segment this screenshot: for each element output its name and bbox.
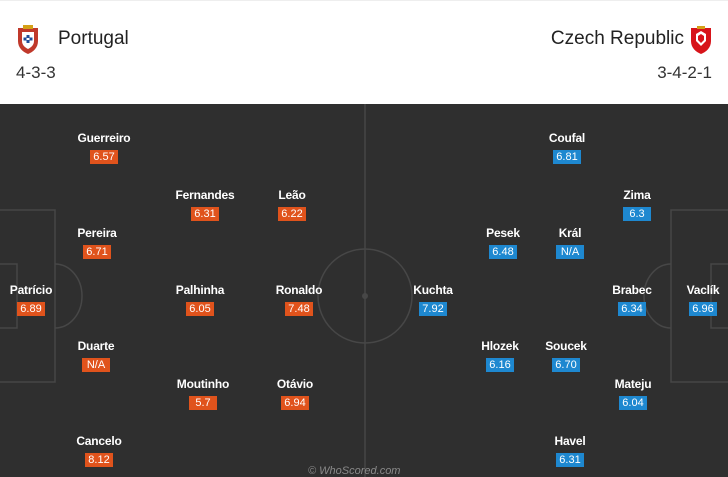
player-name: Duarte — [77, 339, 115, 353]
player-vaclik[interactable]: Vaclík 6.96 — [643, 283, 728, 317]
home-formation: 4-3-3 — [16, 63, 56, 82]
player-name: Mateju — [614, 377, 652, 391]
away-team-name[interactable]: Czech Republic — [550, 28, 684, 49]
player-rating: 6.89 — [17, 302, 45, 316]
player-name: Guerreiro — [77, 131, 131, 145]
player-leao[interactable]: Leão 6.22 — [232, 188, 352, 222]
player-name: Patrício — [9, 283, 53, 297]
player-rating: 6.94 — [281, 396, 309, 410]
portugal-crest-icon — [18, 25, 38, 54]
player-name: Vaclík — [686, 283, 720, 297]
player-hlozek[interactable]: Hlozek 6.16 — [440, 339, 560, 373]
player-rating: 6.31 — [191, 207, 219, 221]
player-brabec[interactable]: Brabec 6.34 — [572, 283, 692, 317]
player-name: Pereira — [77, 226, 117, 240]
player-coufal[interactable]: Coufal 6.81 — [507, 131, 627, 165]
player-name: Moutinho — [176, 377, 230, 391]
player-name: Otávio — [276, 377, 314, 391]
player-name: Kuchta — [413, 283, 453, 297]
player-rating: N/A — [82, 358, 110, 372]
player-rating: 6.96 — [689, 302, 717, 316]
player-rating: 6.16 — [486, 358, 514, 372]
player-ronaldo[interactable]: Ronaldo 7.48 — [239, 283, 359, 317]
player-rating: N/A — [556, 245, 584, 259]
player-fernandes[interactable]: Fernandes 6.31 — [145, 188, 265, 222]
player-rating: 6.31 — [556, 453, 584, 467]
player-cancelo[interactable]: Cancelo 8.12 — [39, 434, 159, 468]
player-mateju[interactable]: Mateju 6.04 — [573, 377, 693, 411]
player-name: Cancelo — [76, 434, 122, 448]
match-header: Portugal 4-3-3 Czech Republic 3-4-2-1 — [0, 0, 728, 105]
player-rating: 6.71 — [83, 245, 111, 259]
player-rating: 6.3 — [623, 207, 651, 221]
player-rating: 6.34 — [618, 302, 646, 316]
player-rating: 6.48 — [489, 245, 517, 259]
player-rating: 8.12 — [85, 453, 113, 467]
player-name: Havel — [554, 434, 586, 448]
player-rating: 6.57 — [90, 150, 118, 164]
player-name: Ronaldo — [275, 283, 323, 297]
player-name: Hlozek — [481, 339, 519, 353]
player-rating: 7.48 — [285, 302, 313, 316]
away-formation: 3-4-2-1 — [657, 63, 712, 82]
player-moutinho[interactable]: Moutinho 5.7 — [143, 377, 263, 411]
czech-crest-icon — [691, 26, 711, 54]
player-name: Palhinha — [175, 283, 225, 297]
player-name: Zima — [623, 188, 651, 202]
player-rating: 6.70 — [552, 358, 580, 372]
player-rating: 5.7 — [189, 396, 217, 410]
player-kuchta[interactable]: Kuchta 7.92 — [373, 283, 493, 317]
pitch-markings — [0, 104, 728, 477]
player-pesek[interactable]: Pesek 6.48 — [443, 226, 563, 260]
player-soucek[interactable]: Soucek 6.70 — [506, 339, 626, 373]
player-patricio[interactable]: Patrício 6.89 — [0, 283, 91, 317]
player-zima[interactable]: Zima 6.3 — [577, 188, 697, 222]
player-duarte[interactable]: Duarte N/A — [36, 339, 156, 373]
player-name: Brabec — [612, 283, 652, 297]
home-team-name[interactable]: Portugal — [58, 28, 129, 49]
player-rating: 6.22 — [278, 207, 306, 221]
player-palhinha[interactable]: Palhinha 6.05 — [140, 283, 260, 317]
pitch: Patrício 6.89 Guerreiro 6.57 Pereira 6.7… — [0, 104, 728, 477]
player-name: Leão — [278, 188, 306, 202]
player-name: Fernandes — [175, 188, 235, 202]
player-rating: 6.81 — [553, 150, 581, 164]
player-name: Soucek — [545, 339, 587, 353]
player-otavio[interactable]: Otávio 6.94 — [235, 377, 355, 411]
player-name: Coufal — [548, 131, 586, 145]
player-name: Král — [558, 226, 582, 240]
player-guerreiro[interactable]: Guerreiro 6.57 — [44, 131, 164, 165]
player-name: Pesek — [486, 226, 520, 240]
whoscored-credit: © WhoScored.com — [308, 465, 401, 477]
player-rating: 7.92 — [419, 302, 447, 316]
player-rating: 6.05 — [186, 302, 214, 316]
player-pereira[interactable]: Pereira 6.71 — [37, 226, 157, 260]
player-kral[interactable]: Král N/A — [510, 226, 630, 260]
player-rating: 6.04 — [619, 396, 647, 410]
player-havel[interactable]: Havel 6.31 — [510, 434, 630, 468]
